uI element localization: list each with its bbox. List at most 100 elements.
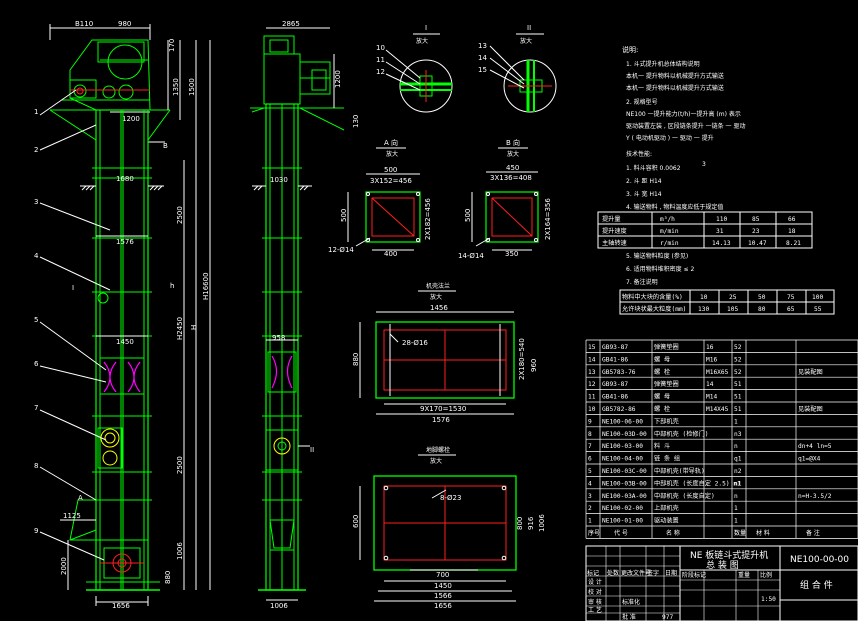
section-a-dim-456: 3X152=456 [370,177,412,185]
side-dim-958: 958 [272,334,285,342]
tb-stage-label: 阶段标记 [682,571,706,579]
bom-row-qty: n1 [734,480,742,487]
bom-row-no: 5 [588,468,592,475]
lump-r0-c3: 50 [758,294,766,301]
bom-header-no: 序号 [588,529,600,537]
tb-drawing-no: NE100-00-00 [790,555,849,565]
bom-row-code: NE100-02-00 [602,505,643,512]
bom-row-code: NE100-03A-00 [602,493,647,500]
bom-header-material: 材 料 [756,529,770,537]
bom-row-qty: 51 [734,394,742,401]
dim-1125: 1125 [63,512,81,520]
tb-row-design: 设 计 [588,578,602,586]
bom-row-qty: 1 [734,505,738,512]
perf-table: 提升量 m³/h 110 85 66 提升速度 m/min 31 23 18 主… [597,211,813,249]
lump-r1-c0: 允许块状最大粒度(mm) [622,305,686,313]
section-flange-dim-880: 880 [352,353,360,366]
bom-row-spec: M16X65 [706,369,729,376]
detail-i-title: I [425,24,427,32]
notes: 说明: 1. 斗式提升机总体结构说明 本机一 提升物料以机械提升方式输送 本机一… [622,45,745,286]
detail-ii-title: II [527,24,531,32]
lump-r0-c4: 75 [787,294,795,301]
part-label-8: 8 [34,462,38,470]
dim-b110: B110 [75,20,93,28]
section-base-dim-700: 700 [436,571,449,579]
detail-mark-i: I [72,284,74,292]
bom-row-qty: 51 [734,381,742,388]
tb-row-check: 校 对 [588,588,602,596]
section-b-dim-450: 450 [506,164,519,172]
dim-2500-top: 2500 [176,206,184,224]
bom-row-qty: n [734,443,738,450]
bom-row-no: 4 [588,480,592,487]
lump-r1-c4: 65 [787,306,795,313]
dim-2000: 2000 [60,557,68,575]
bom-row-code: NE100-03D-00 [602,431,647,438]
note-line-11: 4. 输送物料 , 物料温度应低于规定值 [626,203,723,211]
bom-row-code: NE100-03B-00 [602,480,647,487]
part-label-2: 2 [34,146,38,154]
bom-header-qty: 数量 [734,529,746,537]
side-dim-2865: 2865 [282,20,300,28]
section-base-dim-1006: 1006 [538,514,546,532]
bom-row-name: 中部机壳 (检修门) [654,430,709,438]
tb-scale-label: 比例 [760,571,772,579]
bom-row-qty: 52 [734,344,742,351]
dim-1200: 1200 [122,115,140,123]
detail-i-label-11: 11 [376,56,385,64]
side-dim-1006: 1006 [270,602,288,610]
tb-col-mark: 标记 [587,569,599,577]
note-line-5: 驱动装置左装 , 区段链条提升 一链条 一 驱动 [626,122,745,130]
dim-980: 980 [118,20,131,28]
dim-h2450: H2450 [176,317,184,340]
notes-heading: 说明: [622,45,638,54]
section-a: A 向 放大 500 3X152=456 500 2X182=456 400 1… [328,138,432,258]
part-label-5: 5 [34,316,38,324]
bom-row-no: 10 [588,406,596,413]
perf-r2-c0: 主轴转速 [602,239,627,247]
part-label-3: 3 [34,198,38,206]
note-line-0: 1. 斗式提升机总体结构说明 [626,60,700,68]
perf-r1-c4: 18 [788,228,796,235]
note-superscript: 3 [702,161,706,168]
bom-row-remark: 见装配图 [798,368,823,376]
tb-col-count: 处数 [607,569,619,577]
bom-row-no: 8 [588,431,592,438]
side-detail-mark-ii: II [310,446,314,454]
dim-1656: 1656 [112,602,130,610]
section-base-dim-1566: 1566 [434,592,452,600]
part-label-6: 6 [34,360,39,368]
note-line-7: 技术性能: [626,150,652,158]
perf-r1-c2: 31 [716,228,724,235]
section-base-title: 地脚螺栓 [426,446,450,454]
title-block: 标记 处数 更改文件号 签字 日期 设 计 校 对 审 核 工 艺 标准化 批 … [585,545,858,621]
note-line-2: 本机一 提升物料以机械提升方式输送 [626,84,724,92]
detail-i-label-10: 10 [376,44,385,52]
lump-r1-c1: 130 [698,306,709,313]
bom-row-name: 下部机壳 [654,417,679,425]
detail-ii-label-13: 13 [478,42,487,50]
tb-row-approve: 批 准 [622,613,636,621]
tb-name-line1: NE 板链斗式提升机 [690,549,768,561]
section-flange-subtitle: 放大 [430,293,442,301]
front-view: B110 980 1200 B [34,20,211,610]
detail-i-subtitle: 放大 [416,37,428,45]
section-base-holes: 8-Ø23 [440,494,461,502]
detail-ii-label-14: 14 [478,54,487,62]
bom-row-code: GB5782-86 [602,406,636,413]
tb-name-line2: 总 装 图 [706,559,739,571]
section-b-subtitle: 放大 [507,150,519,158]
bom-row-code: GB93-87 [602,344,628,351]
note-line-14: 7. 备注说明 [626,278,658,286]
bom-row-name: 螺 栓 [654,368,670,376]
note-line-9: 2. 斗 距 H14 [626,178,662,185]
tb-scale: 1:50 [761,596,776,603]
lump-table: 物料中大块的含量(%) 10 25 50 75 100 允许块状最大粒度(mm)… [619,289,835,315]
dim-1576: 1576 [116,238,134,246]
section-flange-dim-1530: 9X170=1530 [420,405,466,413]
bom-row-name: 螺 母 [654,355,670,363]
section-b-dim-356-v: 2X164=356 [544,198,552,240]
section-base-dim-1450: 1450 [434,582,452,590]
section-a-title: A 向 [384,138,398,147]
perf-r0-c0: 提升量 [602,215,621,223]
